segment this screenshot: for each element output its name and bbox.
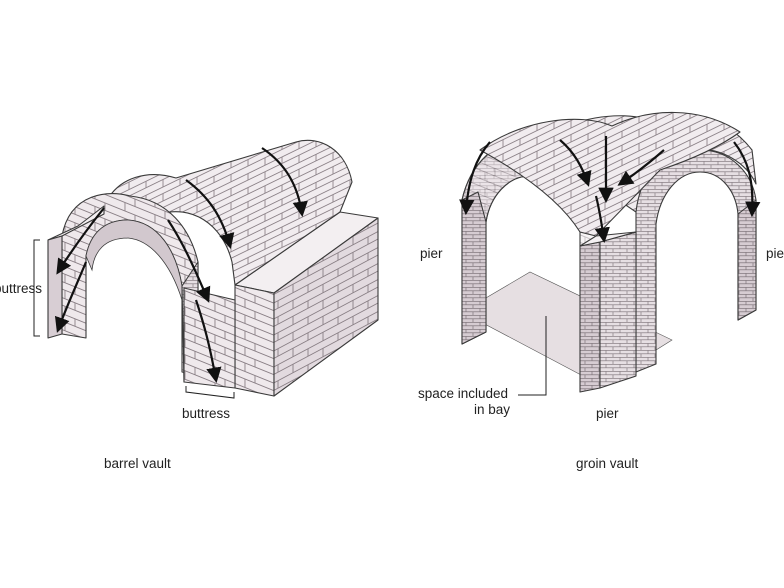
barrel-right-buttress-front bbox=[183, 287, 236, 389]
barrel-thrust-arrow-2 bbox=[54, 261, 88, 333]
groin-thrust-arrow-5 bbox=[594, 195, 610, 244]
groin-pier-bottom-label: pier bbox=[596, 406, 619, 421]
groin-thrust-arrow-2 bbox=[559, 139, 592, 187]
barrel-thrust-arrow-6 bbox=[194, 299, 222, 384]
buttress-bottom-label: buttress bbox=[182, 406, 230, 421]
groin-thrust-arrow-1 bbox=[459, 141, 491, 216]
groin-right-pier-front bbox=[737, 199, 757, 321]
groin-front-pier-left bbox=[579, 241, 601, 393]
groin-vault-caption: groin vault bbox=[576, 456, 639, 471]
groin-thrust-arrow-4 bbox=[617, 149, 665, 186]
groin-vault-figure: pier pier pier space included in bay gro… bbox=[418, 111, 784, 471]
barrel-back-wall-front bbox=[234, 284, 275, 397]
buttress-left-bracket bbox=[33, 239, 40, 337]
space-leader-line bbox=[518, 316, 547, 396]
barrel-vault-figure: buttress buttress barrel vault bbox=[0, 139, 379, 471]
barrel-thrust-arrow-4 bbox=[261, 147, 308, 218]
buttress-bottom-bracket bbox=[185, 386, 235, 399]
barrel-thrust-arrow-3 bbox=[185, 179, 235, 249]
barrel-thrust-arrow-1 bbox=[56, 207, 105, 275]
groin-pier-left-label: pier bbox=[420, 246, 443, 261]
groin-thrust-arrow-6 bbox=[733, 141, 761, 218]
barrel-back-wall-side bbox=[273, 217, 379, 397]
groin-pier-right-label: pier bbox=[766, 246, 784, 261]
barrel-vault-caption: barrel vault bbox=[104, 456, 171, 471]
barrel-thrust-arrow-5 bbox=[167, 219, 211, 303]
groin-vault-top bbox=[479, 111, 741, 237]
groin-front-pier-right bbox=[599, 231, 637, 389]
space-label-line1: space included bbox=[418, 386, 508, 401]
space-label-line2: in bay bbox=[474, 402, 510, 417]
buttress-left-label: buttress bbox=[0, 281, 42, 296]
groin-left-pier-front bbox=[461, 191, 487, 345]
